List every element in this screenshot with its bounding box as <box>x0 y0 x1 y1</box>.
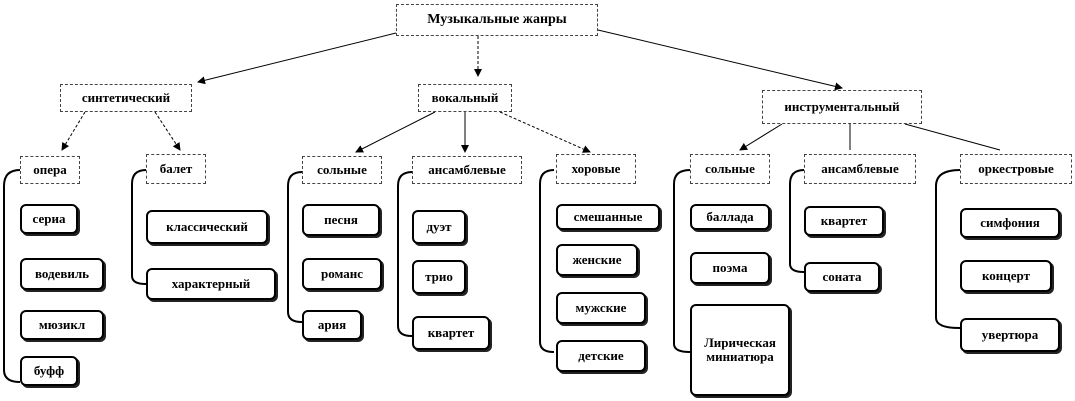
subgroup-ballet: балет <box>146 154 206 184</box>
leaf-ensemble-trio: трио <box>412 260 466 294</box>
root-node: Музыкальные жанры <box>396 4 598 36</box>
leaf-ballet-character: характерный <box>146 268 276 300</box>
leaf-ensemble-duet: дуэт <box>412 210 466 244</box>
leaf-vocal-song: песня <box>302 204 380 236</box>
leaf-instr-lyrical-miniature: Лирическая миниатюра <box>690 304 790 396</box>
leaf-instr-poem: поэма <box>690 252 770 284</box>
leaf-instr-sonata: соната <box>804 262 880 292</box>
subgroup-instr-ensemble: ансамблевые <box>804 154 916 184</box>
leaf-ballet-classical: классический <box>146 210 268 244</box>
category-vocal: вокальный <box>418 84 512 112</box>
leaf-choral-children: детские <box>556 340 646 372</box>
leaf-opera-seria: сериа <box>20 204 78 234</box>
category-synthetic: синтетический <box>60 84 192 112</box>
leaf-choral-female: женские <box>556 244 638 276</box>
subgroup-vocal-solo: сольные <box>302 156 382 184</box>
leaf-instr-ballad: баллада <box>690 204 770 230</box>
leaf-ensemble-quartet: квартет <box>412 316 490 350</box>
leaf-orch-concerto: концерт <box>960 260 1052 292</box>
leaf-opera-vaudeville: водевиль <box>20 258 104 290</box>
subgroup-vocal-ensemble: ансамблевые <box>412 156 522 184</box>
subgroup-opera: опера <box>20 156 80 184</box>
subgroup-choral: хоровые <box>556 154 636 184</box>
leaf-opera-musical: мюзикл <box>20 310 104 340</box>
leaf-vocal-romance: романс <box>302 258 382 290</box>
leaf-orch-overture: увертюра <box>960 318 1060 352</box>
subgroup-instr-solo: сольные <box>690 154 770 184</box>
leaf-vocal-aria: ария <box>302 310 362 340</box>
leaf-instr-quartet: квартет <box>804 206 884 236</box>
subgroup-orchestral: оркестровые <box>960 154 1072 184</box>
leaf-orch-symphony: симфония <box>960 208 1060 238</box>
leaf-choral-male: мужские <box>556 292 646 324</box>
category-instrumental: инструментальный <box>762 90 922 124</box>
leaf-opera-buffa: буфф <box>20 356 78 386</box>
leaf-choral-mixed: смешанные <box>556 204 660 230</box>
